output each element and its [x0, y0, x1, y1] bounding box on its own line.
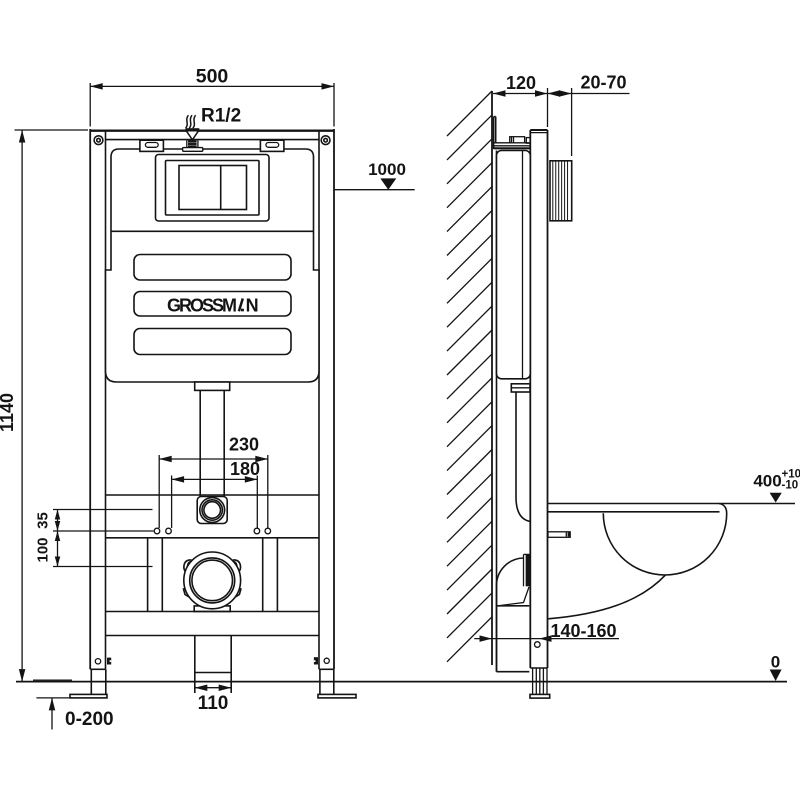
svg-text:500: 500 [196, 65, 229, 87]
svg-text:100: 100 [34, 537, 51, 562]
svg-text:110: 110 [198, 693, 229, 714]
svg-text:0: 0 [771, 652, 780, 671]
svg-text:230: 230 [229, 434, 259, 454]
svg-text:35: 35 [34, 512, 51, 529]
svg-text:140-160: 140-160 [551, 621, 617, 641]
svg-text:+10: +10 [782, 469, 800, 481]
svg-text:GROSSM: GROSSM [167, 295, 237, 315]
svg-text:1000: 1000 [368, 160, 406, 179]
svg-text:120: 120 [506, 73, 536, 93]
svg-text:N: N [246, 295, 259, 315]
svg-text:0-200: 0-200 [65, 709, 114, 730]
svg-text:1140: 1140 [0, 393, 17, 432]
svg-text:400: 400 [753, 472, 781, 491]
svg-text:20-70: 20-70 [580, 73, 626, 93]
svg-text:180: 180 [230, 459, 260, 479]
svg-text:-10: -10 [782, 480, 799, 492]
svg-text:R1/2: R1/2 [201, 105, 241, 126]
